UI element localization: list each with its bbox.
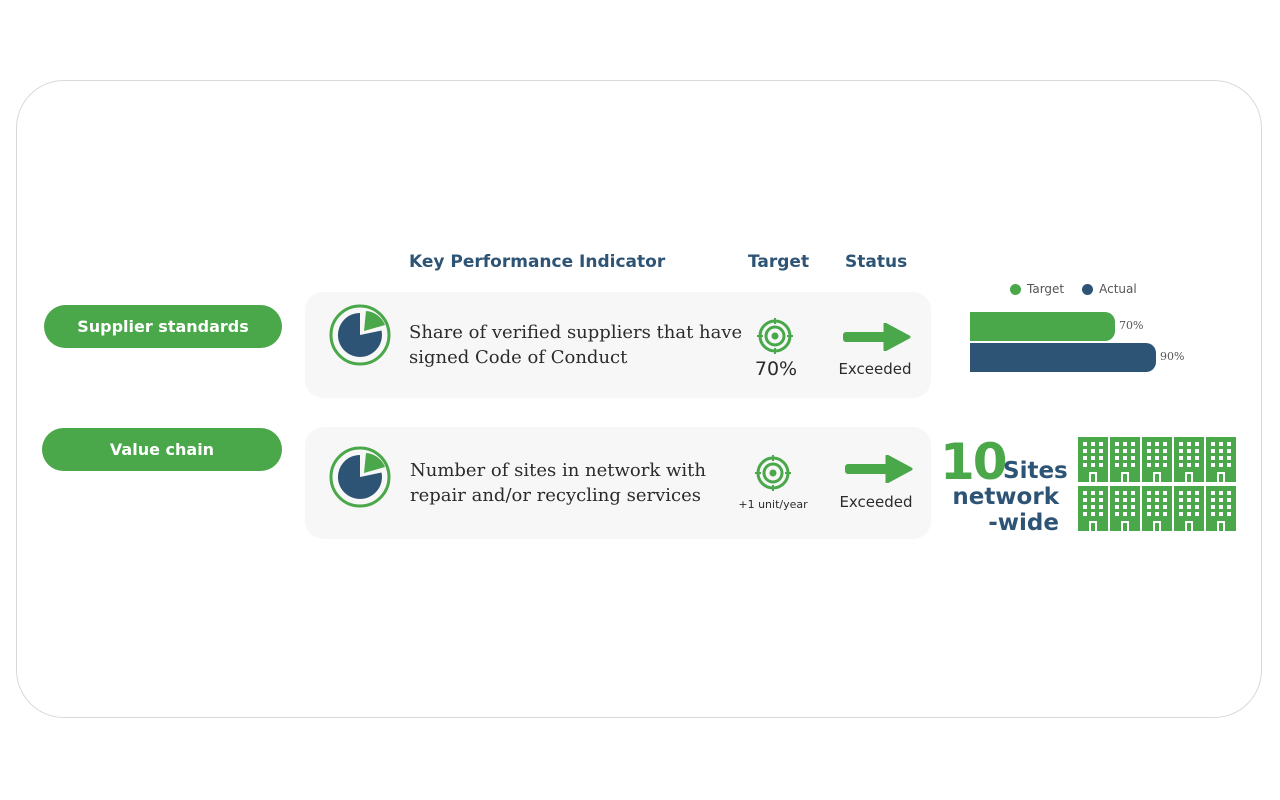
kpi-row-panel (305, 427, 931, 539)
kpi-row-panel (305, 292, 931, 398)
legend-dot-actual (1082, 283, 1094, 295)
kpi-line-2: signed Code of Conduct (409, 347, 628, 368)
sites-label-line-1: Sites (1003, 458, 1068, 484)
target-icon (755, 455, 791, 491)
category-pill-value-chain[interactable]: Value chain (42, 428, 282, 471)
building-icon (1078, 486, 1108, 531)
kpi-description: Share of verified suppliers that have si… (409, 320, 742, 370)
bar-target (970, 312, 1115, 341)
target-value: 70% (754, 358, 798, 380)
legend-dot-target (1010, 283, 1021, 295)
building-icon (1206, 437, 1236, 482)
sites-count: 10 (940, 433, 1008, 491)
legend-label-target: Target (1027, 282, 1065, 296)
kpi-line-2: repair and/or recycling services (410, 485, 701, 506)
status-label: Exceeded (839, 493, 913, 511)
status-label: Exceeded (838, 360, 912, 378)
pie-chart-icon (329, 304, 391, 366)
kpi-card (16, 80, 1262, 718)
kpi-line-1: Number of sites in network with (410, 460, 706, 481)
target-column-header: Target (748, 252, 810, 272)
building-icon (1078, 437, 1108, 482)
kpi-description: Number of sites in network with repair a… (410, 458, 706, 508)
chart-legend: Target Actual (1010, 282, 1137, 296)
bar-label-target: 70% (1119, 319, 1144, 332)
building-icon (1142, 437, 1172, 482)
building-icon (1142, 486, 1172, 531)
sites-label-line-2: network (952, 484, 1059, 510)
kpi-line-1: Share of verified suppliers that have (409, 322, 743, 343)
bar-actual (970, 343, 1156, 372)
arrow-right-icon (843, 323, 911, 351)
arrow-right-icon (845, 455, 913, 483)
building-icon (1174, 486, 1204, 531)
status-column-header: Status (845, 252, 908, 272)
building-icon (1206, 486, 1236, 531)
category-pill-supplier-standards[interactable]: Supplier standards (44, 305, 282, 348)
sites-label-line-3: -wide (988, 510, 1059, 536)
building-icon (1110, 437, 1140, 482)
bar-label-actual: 90% (1160, 350, 1185, 363)
kpi-column-header: Key Performance Indicator (409, 252, 666, 272)
legend-label-actual: Actual (1099, 282, 1137, 296)
pie-chart-icon (329, 446, 391, 508)
target-icon (757, 318, 793, 354)
building-icon (1110, 486, 1140, 531)
building-grid (1078, 437, 1238, 533)
target-value: +1 unit/year (738, 498, 808, 511)
building-icon (1174, 437, 1204, 482)
